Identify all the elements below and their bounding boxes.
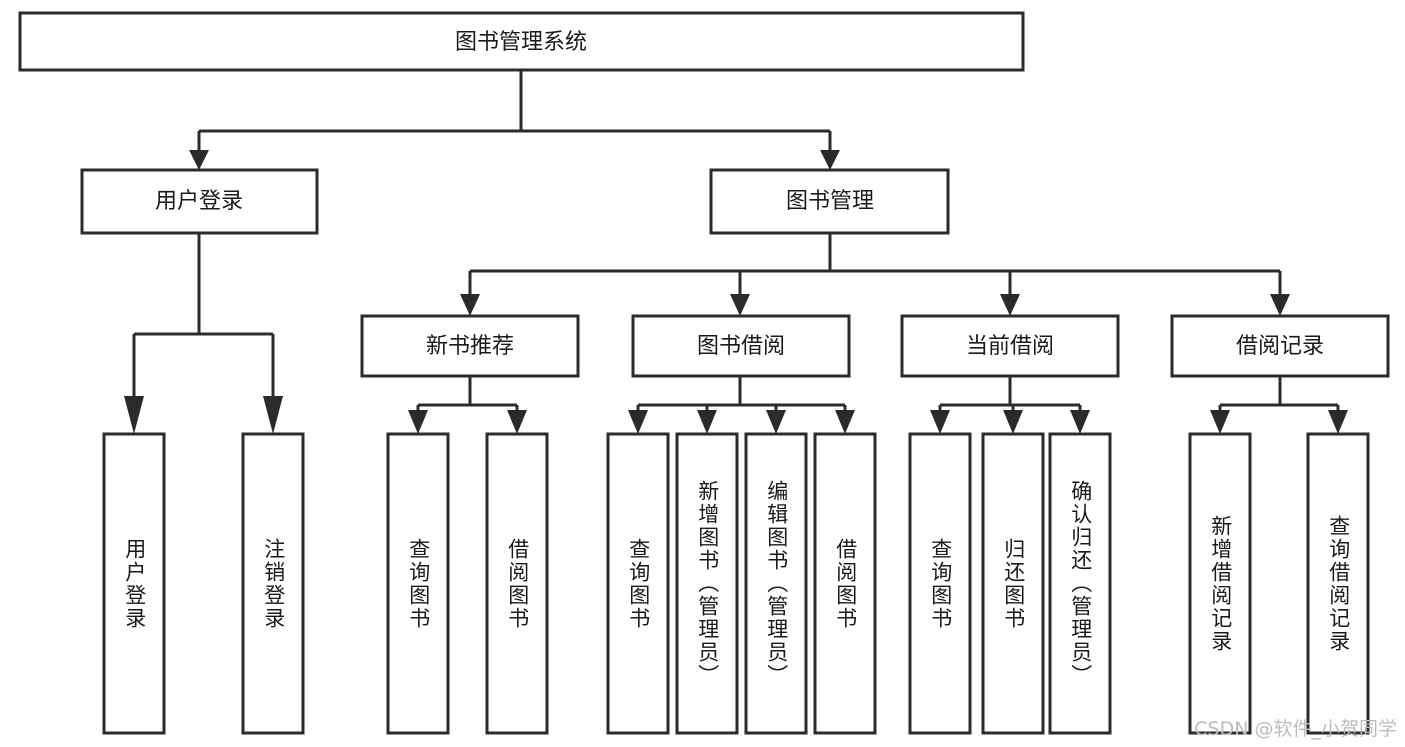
arrow-borrow-record-leaf-1-icon: [1210, 410, 1230, 434]
node-user-login-label: 用户登录: [155, 189, 243, 214]
node-book-borrow-label: 图书借阅: [697, 334, 785, 359]
arrow-new-book-rec-leaf-2-icon: [507, 410, 527, 434]
node-book-borrow-box[interactable]: [631, 314, 851, 378]
leaf-query-record-box[interactable]: [1306, 432, 1370, 735]
node-borrow-record-label: 借阅记录: [1236, 334, 1324, 359]
arrow-book-borrow-leaf-1-icon: [628, 410, 648, 434]
node-box-group: [18, 11, 1390, 735]
node-new-book-rec-label: 新书推荐: [426, 334, 514, 359]
node-current-borrow-label: 当前借阅: [966, 334, 1054, 359]
leaf-add-record-box[interactable]: [1188, 432, 1252, 735]
arrow-user-login-leaf-1-icon: [124, 396, 144, 434]
arrow-to-book-borrow-icon: [730, 294, 750, 316]
leaf-query-book-c-box[interactable]: [908, 432, 972, 735]
node-user-login-box[interactable]: [80, 168, 319, 235]
leaf-edit-book-box[interactable]: [744, 432, 808, 735]
arrow-current-borrow-leaf-2-icon: [1003, 410, 1023, 434]
horizontal-label-group: 图书管理系统 用户登录 图书管理 新书推荐 图书借阅 当前借阅 借阅记录: [155, 30, 1324, 359]
arrow-to-borrow-record-icon: [1270, 294, 1290, 316]
leaf-confirm-return-box[interactable]: [1048, 432, 1112, 735]
node-book-manage-box[interactable]: [709, 168, 950, 235]
arrow-to-new-book-rec-icon: [460, 294, 480, 316]
node-new-book-rec-box[interactable]: [360, 314, 580, 378]
node-borrow-record-box[interactable]: [1170, 314, 1390, 378]
connector-group: [124, 70, 1348, 434]
leaf-borrow-book-b-box[interactable]: [813, 432, 877, 735]
leaf-return-book-box[interactable]: [981, 432, 1045, 735]
leaf-borrow-book-a-box[interactable]: [485, 432, 549, 735]
leaf-user-login-box[interactable]: [102, 432, 166, 735]
arrow-current-borrow-leaf-1-icon: [930, 410, 950, 434]
leaf-logout-box[interactable]: [241, 432, 305, 735]
node-book-manage-label: 图书管理: [786, 189, 874, 214]
arrow-to-current-borrow-icon: [1000, 294, 1020, 316]
arrow-book-borrow-leaf-2-icon: [697, 410, 717, 434]
arrow-user-login-leaf-2-icon: [263, 396, 283, 434]
arrow-root-to-user-login-icon: [189, 150, 209, 170]
node-root-title-box[interactable]: [18, 11, 1025, 72]
arrow-borrow-record-leaf-2-icon: [1328, 410, 1348, 434]
arrow-root-to-book-manage-icon: [820, 150, 840, 170]
watermark-text: CSDN @软件_小贺同学: [1194, 718, 1397, 740]
node-root-title-label: 图书管理系统: [455, 30, 587, 55]
arrow-new-book-rec-leaf-1-icon: [408, 410, 428, 434]
leaf-query-book-a-box[interactable]: [386, 432, 450, 735]
arrow-book-borrow-leaf-4-icon: [835, 410, 855, 434]
leaf-query-book-b-box[interactable]: [606, 432, 670, 735]
arrow-current-borrow-leaf-3-icon: [1070, 410, 1090, 434]
leaf-add-book-box[interactable]: [675, 432, 739, 735]
node-current-borrow-box[interactable]: [900, 314, 1120, 378]
arrow-book-borrow-leaf-3-icon: [766, 410, 786, 434]
